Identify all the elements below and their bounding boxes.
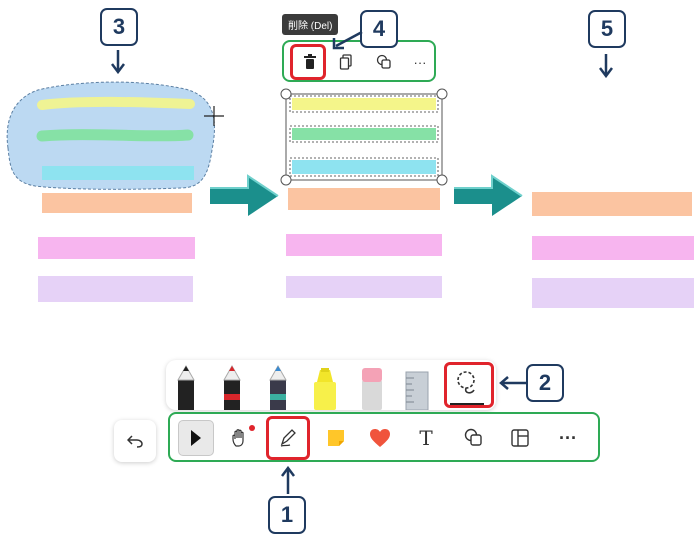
down-arrow-icon bbox=[599, 54, 613, 78]
down-arrow-icon bbox=[111, 50, 125, 74]
selection-panel bbox=[280, 88, 448, 298]
resize-handle bbox=[280, 174, 292, 186]
stroke-lavender bbox=[38, 276, 193, 302]
stroke-green bbox=[292, 128, 436, 140]
lasso-select-icon[interactable] bbox=[450, 371, 484, 405]
template-icon bbox=[511, 429, 529, 447]
sticky-note-button[interactable] bbox=[318, 420, 354, 456]
step-arrow-icon bbox=[210, 174, 279, 216]
pan-tool-button[interactable] bbox=[222, 420, 258, 456]
reaction-button[interactable] bbox=[362, 420, 398, 456]
shapes-icon bbox=[464, 428, 482, 446]
stroke-cyan bbox=[292, 160, 436, 174]
copy-icon[interactable] bbox=[332, 48, 360, 76]
up-arrow-icon bbox=[281, 466, 295, 494]
stroke-orange bbox=[42, 193, 192, 213]
pen-tool-button[interactable] bbox=[270, 420, 306, 456]
resize-handle bbox=[280, 88, 292, 100]
template-button[interactable] bbox=[502, 420, 538, 456]
stroke-pink bbox=[286, 234, 442, 256]
notification-dot bbox=[249, 425, 255, 431]
more-icon[interactable]: ··· bbox=[413, 54, 427, 70]
callout-3: 3 bbox=[100, 8, 138, 46]
stroke-orange bbox=[532, 192, 692, 216]
yellow-highlighter-icon[interactable] bbox=[314, 368, 336, 410]
more-tools-button[interactable]: ··· bbox=[559, 427, 577, 448]
selection-box bbox=[285, 93, 443, 181]
callout-5: 5 bbox=[588, 10, 626, 48]
text-tool-button[interactable]: T bbox=[419, 426, 433, 450]
duplicate-shapes-icon[interactable] bbox=[370, 48, 398, 76]
delete-tooltip: 削除 (Del) bbox=[282, 14, 339, 35]
selection-context-bar: ··· bbox=[282, 40, 436, 82]
pen-icon bbox=[280, 429, 296, 447]
undo-button[interactable] bbox=[114, 420, 156, 462]
select-tool-button[interactable] bbox=[178, 420, 214, 456]
pen-highlight bbox=[266, 416, 310, 460]
select-arrow-icon bbox=[191, 430, 201, 446]
pointer-arrow-icon bbox=[332, 30, 363, 50]
stroke-lavender bbox=[532, 278, 694, 308]
crosshair-cursor-icon bbox=[204, 106, 224, 126]
callout-1: 1 bbox=[268, 496, 306, 534]
callout-4: 4 bbox=[360, 10, 398, 48]
stroke-pink bbox=[532, 236, 694, 260]
undo-icon bbox=[127, 435, 143, 448]
heart-icon bbox=[370, 429, 390, 447]
left-arrow-icon bbox=[499, 376, 526, 390]
resize-handle bbox=[436, 88, 448, 100]
lasso-panel bbox=[6, 81, 224, 302]
stroke-yellow bbox=[292, 98, 436, 110]
stroke-pink bbox=[38, 237, 195, 259]
callout-2: 2 bbox=[526, 364, 564, 402]
step-arrow-icon bbox=[454, 174, 523, 216]
eraser-icon[interactable] bbox=[362, 368, 382, 410]
trash-icon[interactable] bbox=[296, 48, 324, 76]
hand-icon bbox=[232, 429, 244, 447]
shapes-button[interactable] bbox=[456, 420, 492, 456]
pen-tray-tools bbox=[177, 364, 484, 410]
stroke-green bbox=[36, 129, 194, 142]
tooltip-pointer bbox=[303, 29, 313, 35]
galaxy-pen-icon[interactable] bbox=[269, 364, 287, 410]
stroke-lavender bbox=[286, 276, 442, 298]
stroke-cyan bbox=[42, 166, 194, 180]
red-pen-icon[interactable] bbox=[223, 364, 241, 410]
stroke-yellow bbox=[37, 96, 195, 110]
stroke-orange bbox=[288, 188, 440, 210]
resize-handle bbox=[436, 174, 448, 186]
ruler-icon[interactable] bbox=[405, 371, 429, 410]
result-panel bbox=[532, 192, 694, 308]
sticky-note-icon bbox=[328, 430, 344, 446]
black-pen-icon[interactable] bbox=[177, 364, 195, 410]
lasso-highlight bbox=[444, 362, 494, 408]
delete-highlight bbox=[290, 44, 326, 80]
